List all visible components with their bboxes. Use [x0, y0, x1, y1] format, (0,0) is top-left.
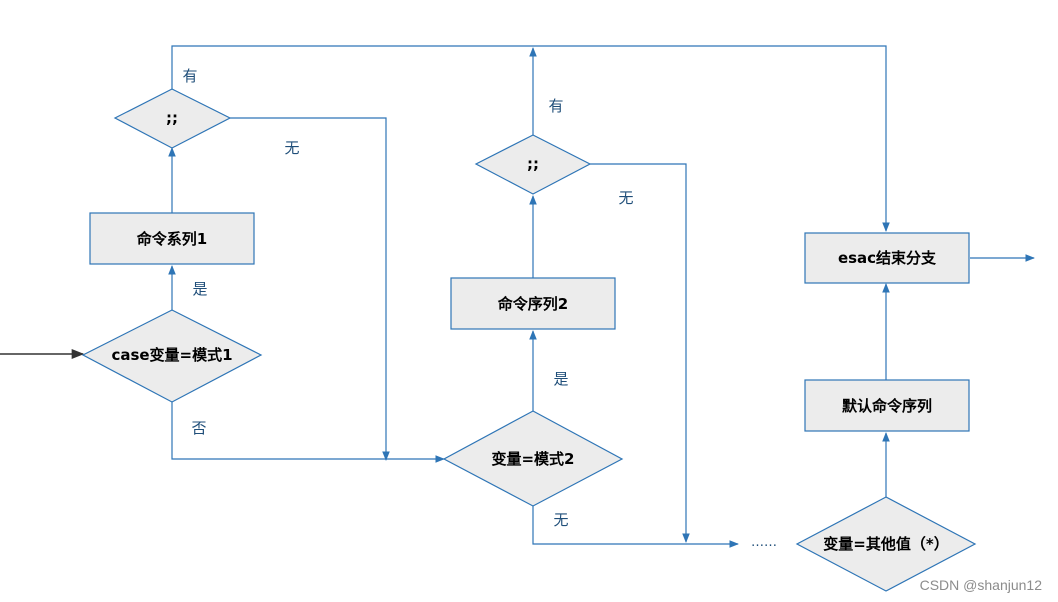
ellipsis-label: ……: [751, 535, 777, 550]
decision-default: [795, 496, 977, 592]
process-default-commands-label: 默认命令序列: [842, 397, 932, 415]
process-commands2: [450, 277, 616, 330]
decision-pattern2: [442, 410, 624, 507]
edge-label-none2: 无: [618, 189, 633, 207]
process-esac: [804, 232, 970, 284]
decision-semicolons2-label: ;;: [527, 155, 539, 173]
process-commands2-label: 命令序列2: [497, 295, 568, 313]
edge-none1: [230, 117, 390, 461]
edge-label-no2: 无: [553, 511, 568, 529]
process-commands1-label: 命令系列1: [136, 230, 207, 248]
edge-label-yes2: 是: [553, 370, 568, 388]
decision-pattern2-label: 变量=模式2: [491, 450, 574, 468]
decision-semicolons1: [113, 88, 232, 149]
edge-label-no1: 否: [191, 419, 206, 437]
decision-semicolons2: [474, 134, 592, 195]
edge-no2-to-ellipsis: [532, 506, 739, 548]
edge-label-has2: 有: [548, 97, 563, 115]
edge-has1-to-esac: [171, 45, 890, 232]
edge-label-yes1: 是: [192, 280, 207, 298]
process-default-commands: [804, 379, 970, 432]
watermark: CSDN @shanjun12: [920, 577, 1043, 593]
process-commands1: [89, 212, 255, 265]
edge-label-none1: 无: [284, 139, 299, 157]
decision-case-pattern1: [81, 309, 263, 403]
edge-label-has1: 有: [182, 67, 197, 85]
decision-case-pattern1-label: case变量=模式1: [111, 346, 232, 364]
decision-default-label: 变量=其他值（*）: [823, 535, 948, 553]
process-esac-label: esac结束分支: [838, 249, 937, 267]
decision-semicolons1-label: ;;: [166, 109, 178, 127]
edge-none2: [590, 163, 690, 543]
edge-no1-to-pattern2: [171, 402, 445, 463]
